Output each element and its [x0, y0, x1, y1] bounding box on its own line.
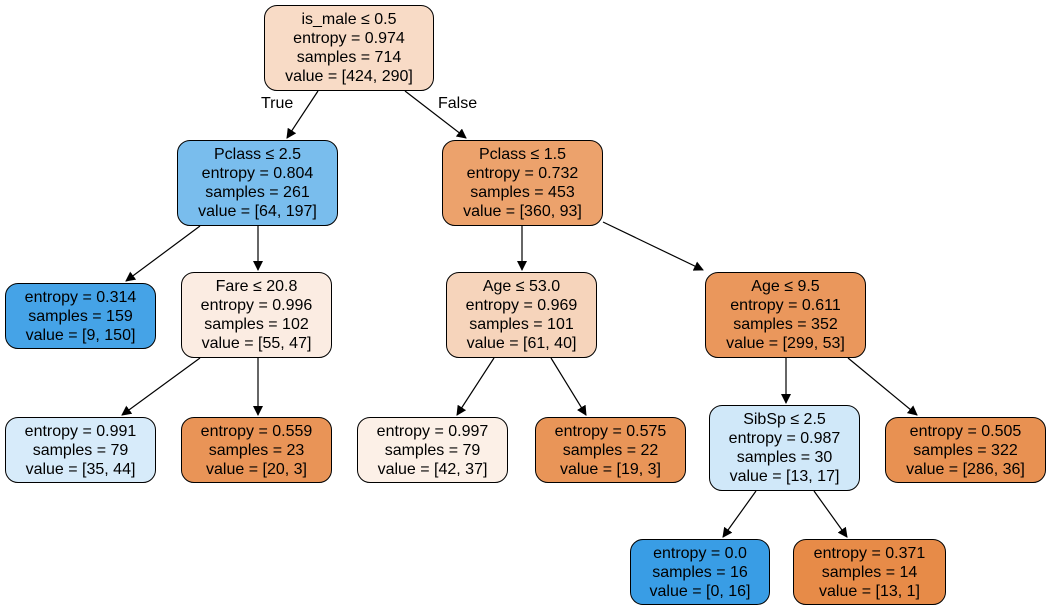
- node-fare: Fare ≤ 20.8 entropy = 0.996 samples = 10…: [181, 272, 332, 358]
- node-split: Pclass ≤ 2.5: [213, 146, 302, 163]
- node-value: value = [0, 16]: [649, 582, 751, 600]
- node-leaf: entropy = 0.559 samples = 23 value = [20…: [181, 417, 332, 483]
- tree-edge: [813, 490, 848, 538]
- node-samples: samples = 159: [28, 307, 133, 325]
- node-samples: samples = 79: [32, 441, 129, 459]
- tree-edge: [602, 221, 704, 271]
- node-leaf: entropy = 0.505 samples = 322 value = [2…: [885, 417, 1046, 483]
- node-split: Age ≤ 53.0: [482, 278, 561, 295]
- node-value: value = [64, 197]: [198, 203, 317, 220]
- node-value: value = [42, 37]: [377, 460, 488, 478]
- node-value: value = [424, 290]: [285, 68, 413, 85]
- node-entropy: entropy = 0.559: [200, 422, 313, 440]
- node-split: Pclass ≤ 1.5: [478, 146, 567, 163]
- node-entropy: entropy = 0.371: [813, 544, 926, 562]
- node-value: value = [55, 47]: [201, 335, 312, 352]
- node-pclass-left: Pclass ≤ 2.5 entropy = 0.804 samples = 2…: [177, 140, 338, 226]
- node-value: value = [13, 17]: [729, 468, 840, 485]
- node-entropy: entropy = 0.732: [466, 165, 579, 182]
- node-samples: samples = 453: [470, 184, 575, 201]
- tree-edge: [286, 90, 319, 139]
- tree-edge: [121, 357, 201, 416]
- edge-label-false: False: [438, 95, 478, 112]
- node-split: Fare ≤ 20.8: [215, 278, 298, 295]
- node-leaf: entropy = 0.575 samples = 22 value = [19…: [535, 417, 686, 483]
- node-samples: samples = 714: [296, 49, 402, 66]
- node-leaf: entropy = 0.314 samples = 159 value = [9…: [5, 283, 156, 349]
- node-samples: samples = 79: [384, 441, 481, 459]
- node-value: value = [61, 40]: [466, 335, 577, 352]
- node-entropy: entropy = 0.314: [24, 288, 137, 306]
- node-age-53: Age ≤ 53.0 entropy = 0.969 samples = 101…: [446, 272, 597, 358]
- node-entropy: entropy = 0.997: [376, 422, 489, 440]
- node-value: value = [9, 150]: [25, 326, 136, 344]
- node-entropy: entropy = 0.804: [201, 165, 314, 182]
- node-samples: samples = 23: [208, 441, 305, 459]
- node-split: Age ≤ 9.5: [751, 278, 820, 295]
- tree-edge: [847, 357, 918, 416]
- node-entropy: entropy = 0.575: [554, 422, 667, 440]
- tree-edge: [550, 357, 587, 416]
- node-leaf: entropy = 0.371 samples = 14 value = [13…: [793, 539, 946, 605]
- tree-edge: [125, 225, 201, 282]
- node-samples: samples = 352: [733, 316, 838, 333]
- node-samples: samples = 30: [736, 449, 833, 466]
- node-split: is_male ≤ 0.5: [301, 11, 397, 28]
- node-entropy: entropy = 0.987: [728, 430, 841, 447]
- tree-edge: [404, 90, 467, 139]
- node-value: value = [299, 53]: [726, 335, 845, 352]
- node-samples: samples = 16: [652, 563, 748, 581]
- node-value: value = [360, 93]: [463, 203, 582, 220]
- node-samples: samples = 261: [205, 184, 310, 201]
- node-value: value = [286, 36]: [906, 460, 1025, 478]
- node-entropy: entropy = 0.969: [465, 297, 578, 314]
- node-value: value = [20, 3]: [206, 460, 307, 478]
- node-leaf: entropy = 0.997 samples = 79 value = [42…: [357, 417, 508, 483]
- node-samples: samples = 101: [469, 316, 574, 333]
- node-samples: samples = 22: [562, 441, 659, 459]
- node-age-9: Age ≤ 9.5 entropy = 0.611 samples = 352 …: [705, 272, 866, 358]
- node-entropy: entropy = 0.996: [200, 297, 313, 314]
- node-value: value = [13, 1]: [819, 582, 920, 600]
- node-root: is_male ≤ 0.5 entropy = 0.974 samples = …: [264, 5, 434, 91]
- node-entropy: entropy = 0.0: [653, 544, 747, 562]
- node-value: value = [35, 44]: [25, 460, 136, 478]
- node-split: SibSp ≤ 2.5: [743, 411, 826, 428]
- node-sibsp: SibSp ≤ 2.5 entropy = 0.987 samples = 30…: [709, 405, 860, 491]
- node-entropy: entropy = 0.611: [730, 297, 841, 314]
- node-samples: samples = 102: [204, 316, 309, 333]
- node-entropy: entropy = 0.505: [909, 422, 1022, 440]
- node-leaf: entropy = 0.991 samples = 79 value = [35…: [5, 417, 156, 483]
- tree-edge: [722, 490, 757, 538]
- tree-edge: [456, 357, 495, 416]
- node-value: value = [19, 3]: [560, 460, 661, 478]
- node-pclass-right: Pclass ≤ 1.5 entropy = 0.732 samples = 4…: [442, 140, 603, 226]
- node-leaf: entropy = 0.0 samples = 16 value = [0, 1…: [630, 539, 770, 605]
- edge-label-true: True: [261, 95, 294, 112]
- node-samples: samples = 322: [913, 441, 1018, 459]
- node-entropy: entropy = 0.991: [24, 422, 137, 440]
- node-entropy: entropy = 0.974: [293, 30, 405, 47]
- node-samples: samples = 14: [821, 563, 918, 581]
